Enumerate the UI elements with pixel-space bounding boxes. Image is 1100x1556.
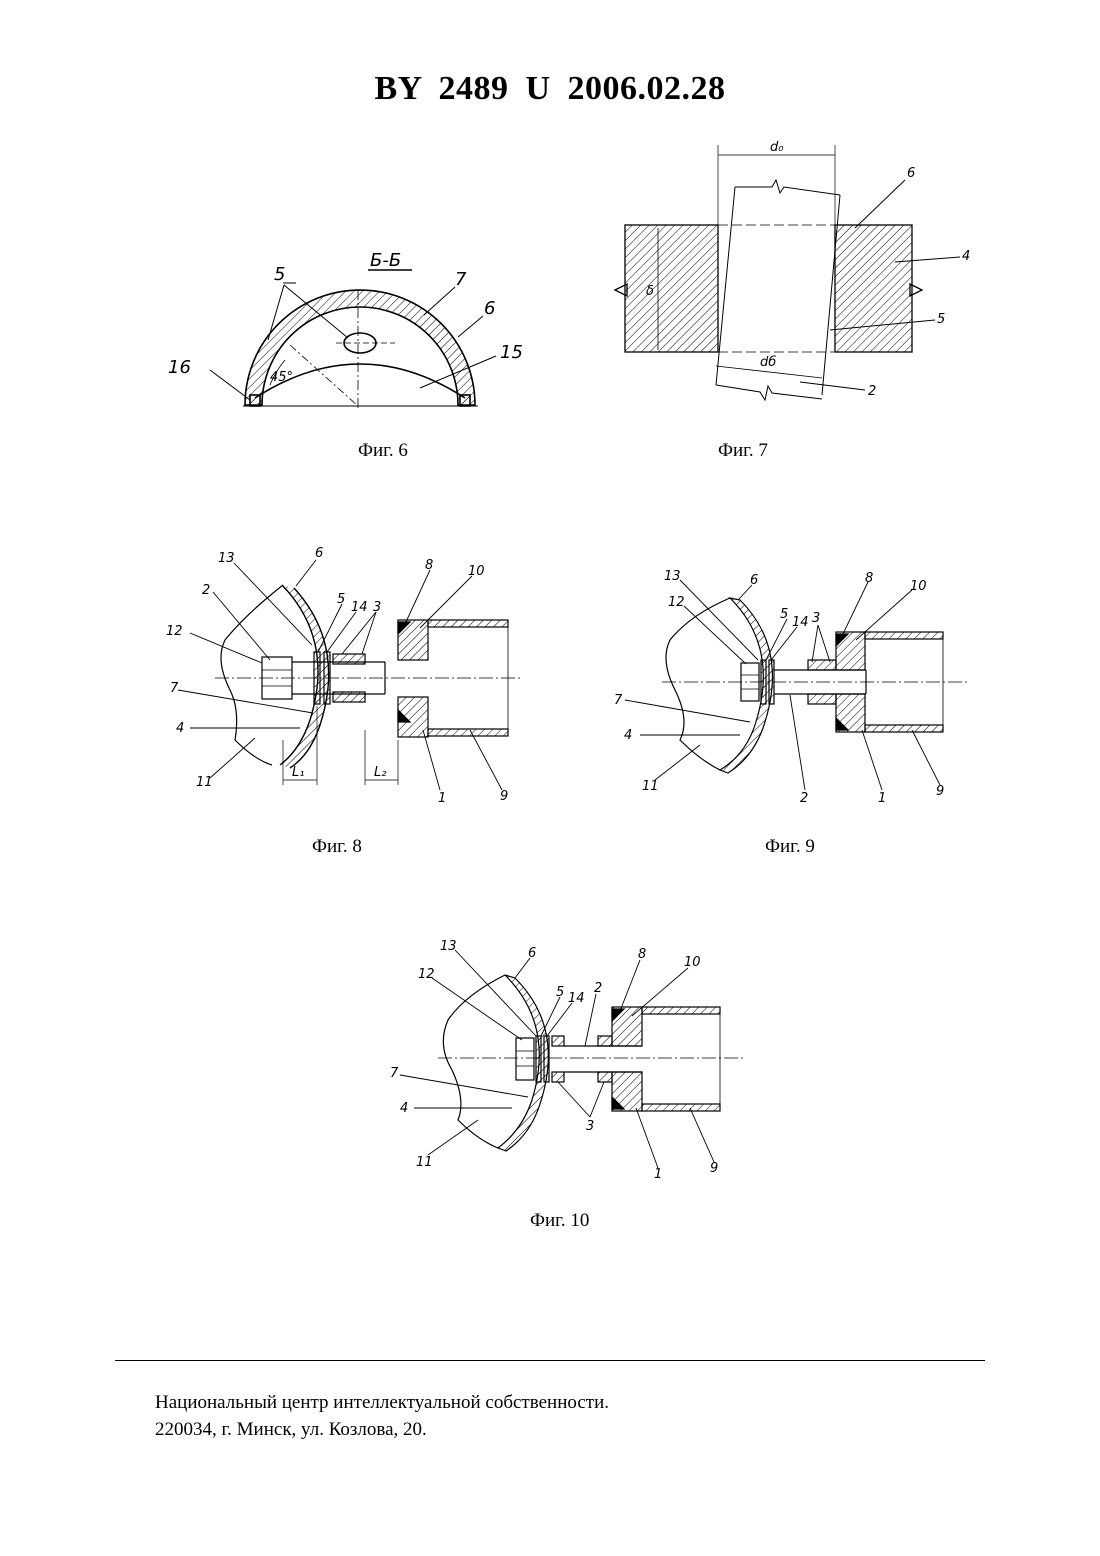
fig10-label-9: 9 bbox=[710, 1161, 718, 1176]
fig10-label-7: 7 bbox=[390, 1066, 399, 1081]
fig10-label-5: 5 bbox=[556, 985, 564, 1000]
fig10-label-14: 14 bbox=[568, 991, 585, 1006]
figure-10: 13 6 12 5 14 2 8 10 7 4 11 3 1 9 bbox=[0, 0, 1100, 1240]
footer-organization: Национальный центр интеллектуальной собс… bbox=[155, 1389, 609, 1416]
fig10-label-1: 1 bbox=[654, 1167, 662, 1182]
footer-address: 220034, г. Минск, ул. Козлова, 20. bbox=[155, 1416, 609, 1443]
footer: Национальный центр интеллектуальной собс… bbox=[155, 1389, 609, 1443]
fig10-label-3: 3 bbox=[586, 1119, 594, 1134]
fig10-label-8: 8 bbox=[638, 947, 646, 962]
fig10-label-4: 4 bbox=[400, 1101, 408, 1116]
fig10-label-13: 13 bbox=[440, 939, 457, 954]
figure-10-drawing: 13 6 12 5 14 2 8 10 7 4 11 3 1 9 bbox=[0, 0, 1100, 1240]
fig10-label-10: 10 bbox=[684, 955, 701, 970]
fig10-caption: Фиг. 10 bbox=[530, 1210, 589, 1232]
fig10-label-2: 2 bbox=[594, 981, 602, 996]
fig10-label-12: 12 bbox=[418, 967, 435, 982]
fig10-label-11: 11 bbox=[416, 1155, 433, 1170]
footer-divider bbox=[115, 1360, 985, 1361]
fig10-label-6: 6 bbox=[528, 946, 536, 961]
